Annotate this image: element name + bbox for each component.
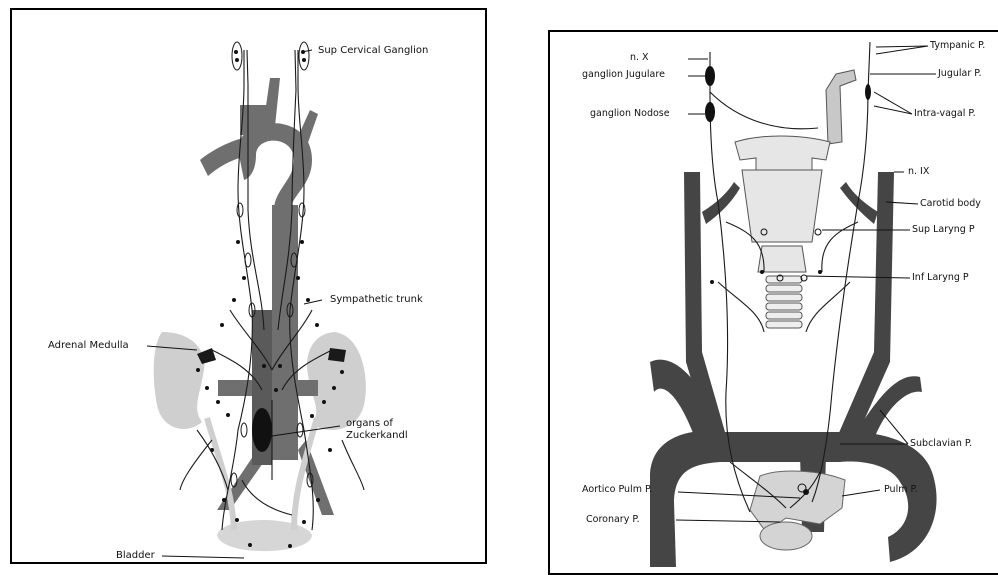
label-aortico-pulm-p: Aortico Pulm P. bbox=[582, 484, 652, 496]
label-n-ix: n. IX bbox=[908, 166, 929, 178]
label-jugular-p: Jugular P. bbox=[938, 68, 982, 80]
label-carotid-body: Carotid body bbox=[920, 198, 981, 210]
label-n-x: n. X bbox=[630, 52, 649, 64]
label-pulm-p: Pulm P. bbox=[884, 484, 918, 496]
label-tympanic-p: Tympanic P. bbox=[930, 40, 985, 52]
trachea-rings bbox=[766, 276, 802, 328]
label-organs-of-zuckerkandl-line1: organs of bbox=[346, 418, 393, 430]
sympathetic-chain-diagram bbox=[12, 10, 487, 564]
thyroid-cartilage bbox=[742, 170, 822, 242]
jugular-bulb bbox=[826, 70, 856, 144]
label-ganglion-jugulare: ganglion Jugulare bbox=[582, 69, 665, 81]
label-sympathetic-trunk: Sympathetic trunk bbox=[330, 294, 423, 306]
label-sup-cervical-ganglion: Sup Cervical Ganglion bbox=[318, 45, 428, 57]
sympathetic-chain-panel: Sup Cervical Ganglion Sympathetic trunk … bbox=[10, 8, 487, 564]
label-adrenal-medulla: Adrenal Medulla bbox=[48, 340, 129, 352]
label-bladder: Bladder bbox=[116, 550, 155, 562]
label-subclavian-p: Subclavian P. bbox=[910, 438, 972, 450]
left-ureter bbox=[207, 418, 234, 530]
organs-of-zuckerkandl-mass bbox=[252, 408, 272, 452]
label-sup-laryng-p: Sup Laryng P bbox=[912, 224, 975, 236]
adrenal-medulla-right bbox=[328, 348, 346, 362]
label-intra-vagal-p: Intra-vagal P. bbox=[914, 108, 976, 120]
label-ganglion-nodose: ganglion Nodose bbox=[590, 108, 670, 120]
vagal-paraganglia-panel: n. X ganglion Jugulare ganglion Nodose T… bbox=[548, 30, 998, 575]
aortic-root bbox=[760, 522, 812, 550]
label-organs-of-zuckerkandl-line2: Zuckerkandl bbox=[346, 430, 408, 442]
cricoid-cartilage bbox=[758, 246, 806, 272]
label-inf-laryng-p: Inf Laryng P bbox=[912, 272, 969, 284]
label-coronary-p: Coronary P. bbox=[586, 514, 640, 526]
left-kidney bbox=[154, 332, 205, 429]
